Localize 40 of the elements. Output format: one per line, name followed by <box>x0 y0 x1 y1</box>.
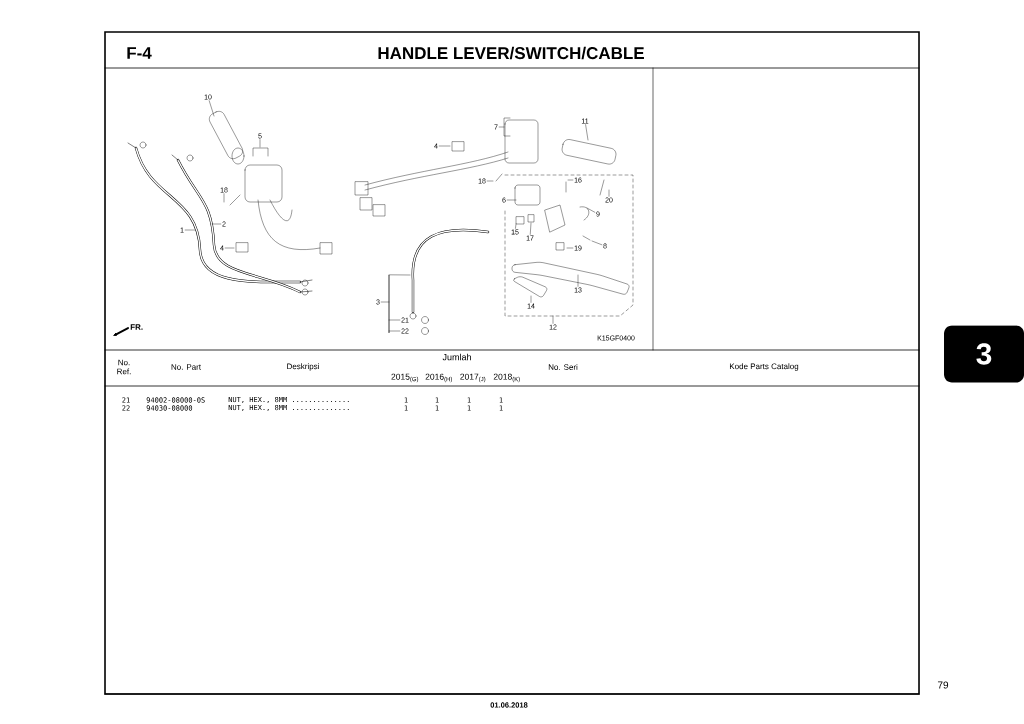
chapter-tab: 3 <box>944 325 1024 383</box>
table-header: 2016$_{(H)}$ <box>425 373 452 383</box>
leader-line <box>585 124 589 141</box>
page-number: 79 <box>937 681 949 689</box>
leader-line <box>552 315 554 324</box>
table-header: Jumlah <box>442 353 471 361</box>
leader-line <box>530 222 532 235</box>
leader-line <box>506 199 517 201</box>
leader-line <box>438 145 451 147</box>
leader-line <box>184 229 196 231</box>
section-code: F-4 <box>127 47 152 59</box>
leader-line <box>380 301 390 303</box>
table-header: No. Seri <box>548 364 578 370</box>
table-header: No. Part <box>171 364 201 370</box>
table-header: 2017$_{(J)}$ <box>460 373 486 383</box>
leader-line <box>388 319 401 321</box>
page-title: HANDLE LEVER/SWITCH/CABLE <box>378 46 644 60</box>
leader-line <box>567 179 574 181</box>
leader-line <box>586 207 596 213</box>
leader-line <box>486 180 494 182</box>
table-header: Deskripsi <box>287 363 319 371</box>
leader-line <box>498 126 505 128</box>
leader-line <box>608 189 610 197</box>
table-header: No. Ref. <box>117 359 131 375</box>
leader-line <box>591 240 603 245</box>
leader-line <box>208 100 215 117</box>
table-header: 2015$_{(G)}$ <box>391 373 419 383</box>
leader-line <box>388 330 401 332</box>
leader-line <box>530 295 532 303</box>
leader-line <box>515 223 517 229</box>
leader-line <box>388 274 411 276</box>
direction-label: FR. <box>130 324 143 330</box>
leader-line <box>566 247 574 249</box>
leader-line <box>224 247 235 249</box>
leader-line <box>223 193 225 203</box>
table-header: 2018$_{(K)}$ <box>493 373 520 383</box>
leader-line <box>211 223 222 225</box>
leader-line <box>259 139 261 148</box>
leader-line <box>577 274 579 287</box>
table-header: Kode Parts Catalog <box>730 363 799 371</box>
